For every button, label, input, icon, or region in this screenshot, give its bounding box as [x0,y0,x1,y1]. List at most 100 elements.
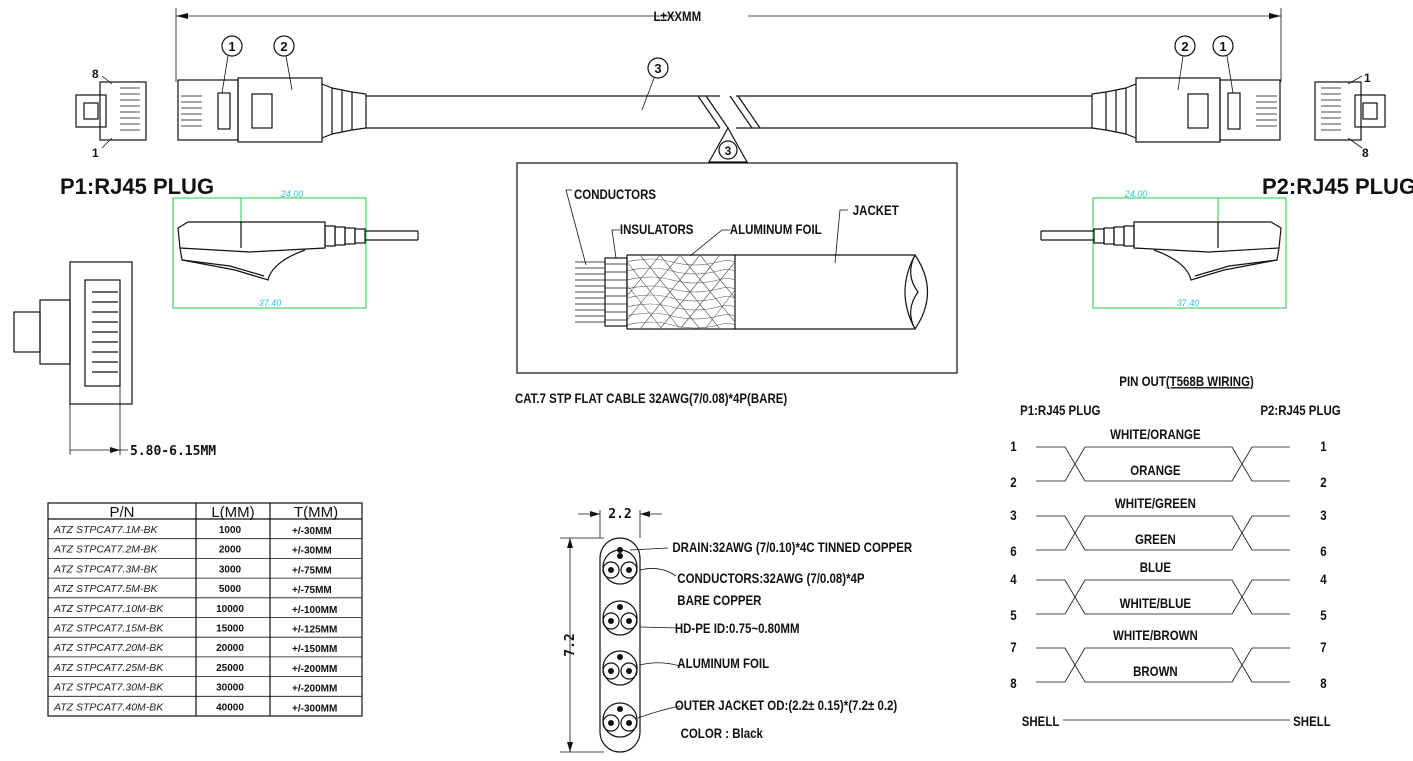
pin-number-left: 2 [1010,474,1016,490]
svg-text:8: 8 [92,67,99,81]
pin-number-right: 5 [1320,607,1326,623]
svg-text:OUTER JACKET OD:(2.2± 0.15)*(7: OUTER JACKET OD:(2.2± 0.15)*(7.2± 0.2) [675,697,897,713]
callout-3-detail: 3 [707,126,749,163]
table-cell-tolerance: +/-150MM [292,644,337,655]
table-cell-tolerance: +/-100MM [292,605,337,616]
wire-color-label: WHITE/BROWN [1113,627,1198,643]
length-label: L±XXMM [653,8,701,24]
callout-1-right: 1 [1212,35,1234,94]
svg-text:1: 1 [92,146,99,160]
front-contact-view: 5.80-6.15MM [13,261,216,459]
svg-text:8: 8 [1362,146,1369,160]
svg-text:CONDUCTORS: CONDUCTORS [574,186,656,202]
svg-text:COLOR : Black: COLOR : Black [681,725,764,741]
table-row: ATZ STPCAT7.20M-BK 20000 +/-150MM [53,642,337,655]
left-plug-sideview: 24.00 37.40 [172,189,419,309]
table-cell-pn: ATZ STPCAT7.3M-BK [53,563,158,575]
pinout: PIN OUT(T568B WIRING) P1:RJ45 PLUG P2:RJ… [1010,373,1340,729]
svg-text:DRAIN:32AWG (7/0.10)*4C TINNED: DRAIN:32AWG (7/0.10)*4C TINNED COPPER [672,539,912,555]
table-header-t: T(MM) [294,504,338,521]
callout-2-right: 2 [1174,35,1196,91]
table-cell-length: 10000 [216,604,244,615]
table-cell-pn: ATZ STPCAT7.2M-BK [53,544,158,556]
left-plug-faceview: 8 1 [75,67,147,160]
svg-text:2: 2 [1181,39,1188,54]
pin-number-right: 7 [1320,639,1326,655]
table-cell-length: 3000 [219,564,242,575]
svg-text:1: 1 [1364,71,1371,85]
table-cell-length: 40000 [216,702,244,713]
svg-text:3: 3 [725,144,732,158]
svg-text:2: 2 [280,39,287,54]
conductor-pair [602,650,638,686]
svg-text:SHELL: SHELL [1022,713,1060,729]
pin-number-left: 1 [1010,438,1016,454]
table-cell-pn: ATZ STPCAT7.5M-BK [53,583,158,595]
pinout-title: PIN OUT(T568B WIRING) [1119,373,1254,389]
table-cell-tolerance: +/-300MM [292,703,337,714]
pin-number-left: 3 [1010,507,1016,523]
conductor-pair [602,549,638,585]
wire-color-label: WHITE/ORANGE [1110,426,1201,442]
wire-color-label: GREEN [1135,531,1176,547]
table-cell-pn: ATZ STPCAT7.1M-BK [53,524,158,536]
svg-text:3: 3 [654,61,661,76]
table-cell-pn: ATZ STPCAT7.15M-BK [53,623,164,635]
wire-color-label: BLUE [1140,559,1172,575]
pin-number-left: 6 [1010,543,1016,559]
table-cell-length: 1000 [219,525,242,536]
table-header-l: L(MM) [211,504,254,521]
pin-number-right: 8 [1320,675,1326,691]
table-cell-pn: ATZ STPCAT7.30M-BK [53,682,164,694]
svg-text:37.40: 37.40 [1177,298,1200,308]
svg-text:P1:RJ45 PLUG: P1:RJ45 PLUG [1020,402,1100,418]
svg-text:2.2: 2.2 [608,507,631,522]
svg-text:24.00: 24.00 [1124,189,1148,199]
table-cell-pn: ATZ STPCAT7.40M-BK [53,701,164,713]
pin-number-right: 6 [1320,543,1326,559]
conductor-pair [602,600,638,636]
table-cell-length: 15000 [216,624,244,635]
svg-text:1: 1 [228,39,235,54]
pin-number-left: 7 [1010,639,1016,655]
pin-number-right: 1 [1320,438,1326,454]
svg-text:CONDUCTORS:32AWG (7/0.08)*4P: CONDUCTORS:32AWG (7/0.08)*4P [677,570,865,586]
table-cell-length: 20000 [216,643,244,654]
pin-number-right: 3 [1320,507,1326,523]
svg-text:HD-PE ID:0.75~0.80MM: HD-PE ID:0.75~0.80MM [675,620,800,636]
svg-text:7.2: 7.2 [563,633,578,656]
cable-detail: CONDUCTORS INSULATORS ALUMINUM FOIL JACK… [516,162,958,374]
table-row: ATZ STPCAT7.40M-BK 40000 +/-300MM [53,701,337,714]
right-plug-title: P2:RJ45 PLUG [1262,174,1413,199]
pin-number-left: 8 [1010,675,1016,691]
cross-section: 2.2 7.2 DRAIN:32AWG (7/0.10)*4C TINNED C… [560,507,912,753]
svg-text:P2:RJ45 PLUG: P2:RJ45 PLUG [1260,402,1340,418]
right-plug-topview [729,77,1281,143]
table-cell-length: 30000 [216,683,244,694]
svg-text:JACKET: JACKET [853,202,899,218]
table-header-pn: P/N [109,504,134,521]
wire-color-label: BROWN [1133,663,1178,679]
table-cell-tolerance: +/-75MM [292,585,332,596]
svg-text:SHELL: SHELL [1293,713,1331,729]
svg-text:37.40: 37.40 [259,298,282,308]
pin-number-right: 4 [1320,571,1327,587]
pn-table: P/N L(MM) T(MM) ATZ STPCAT7.1M-BK 1000 +/-… [47,502,363,717]
right-plug-sideview: 24.00 37.40 [1040,189,1287,309]
callout-1-left: 1 [221,35,243,94]
svg-text:ALUMINUM FOIL: ALUMINUM FOIL [677,655,769,671]
table-row: ATZ STPCAT7.10M-BK 10000 +/-100MM [53,603,337,616]
conductor-pair [602,702,638,738]
table-cell-pn: ATZ STPCAT7.20M-BK [53,642,164,654]
table-cell-pn: ATZ STPCAT7.10M-BK [53,603,164,615]
table-cell-tolerance: +/-75MM [292,565,332,576]
callout-2-left: 2 [273,35,295,91]
callout-3-cable: 3 [641,57,669,111]
table-cell-tolerance: +/-200MM [292,684,337,695]
